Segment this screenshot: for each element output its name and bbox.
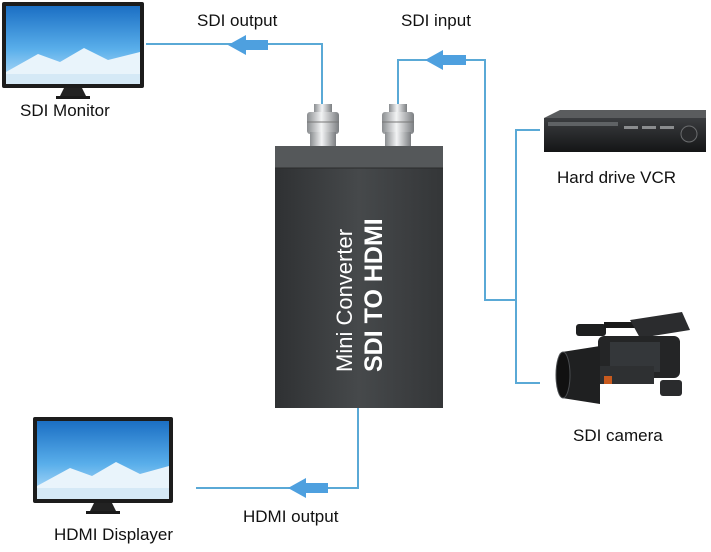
hdmi-displayer-icon xyxy=(33,417,173,514)
cables xyxy=(146,43,540,489)
vcr-cable xyxy=(515,129,540,384)
mini-converter-device: Mini Converter SDI TO HDMI xyxy=(275,104,443,408)
sdi-input-cable xyxy=(397,59,516,301)
hard-drive-vcr-label: Hard drive VCR xyxy=(557,168,677,187)
bnc-connector-icon xyxy=(307,104,339,148)
video-camera-icon xyxy=(555,312,690,404)
bnc-connector-icon xyxy=(382,104,414,148)
sdi-monitor-label: SDI Monitor xyxy=(20,101,110,120)
sdi-camera-label: SDI camera xyxy=(573,426,663,445)
flow-arrow-icon xyxy=(288,478,328,498)
vcr-icon xyxy=(544,110,706,152)
sdi-monitor-icon xyxy=(2,2,144,99)
device-model-line2: SDI TO HDMI xyxy=(360,218,388,372)
device-model-line1: Mini Converter xyxy=(332,229,357,372)
sdi-output-label: SDI output xyxy=(197,11,278,30)
flow-arrow-icon xyxy=(425,50,466,70)
hdmi-displayer-label: HDMI Displayer xyxy=(54,525,174,544)
sdi-output-cable xyxy=(146,43,323,104)
sdi-input-label: SDI input xyxy=(401,11,471,30)
hdmi-output-label: HDMI output xyxy=(243,507,339,526)
flow-arrows xyxy=(228,35,466,498)
flow-arrow-icon xyxy=(228,35,268,55)
hdmi-output-cable xyxy=(196,408,359,489)
